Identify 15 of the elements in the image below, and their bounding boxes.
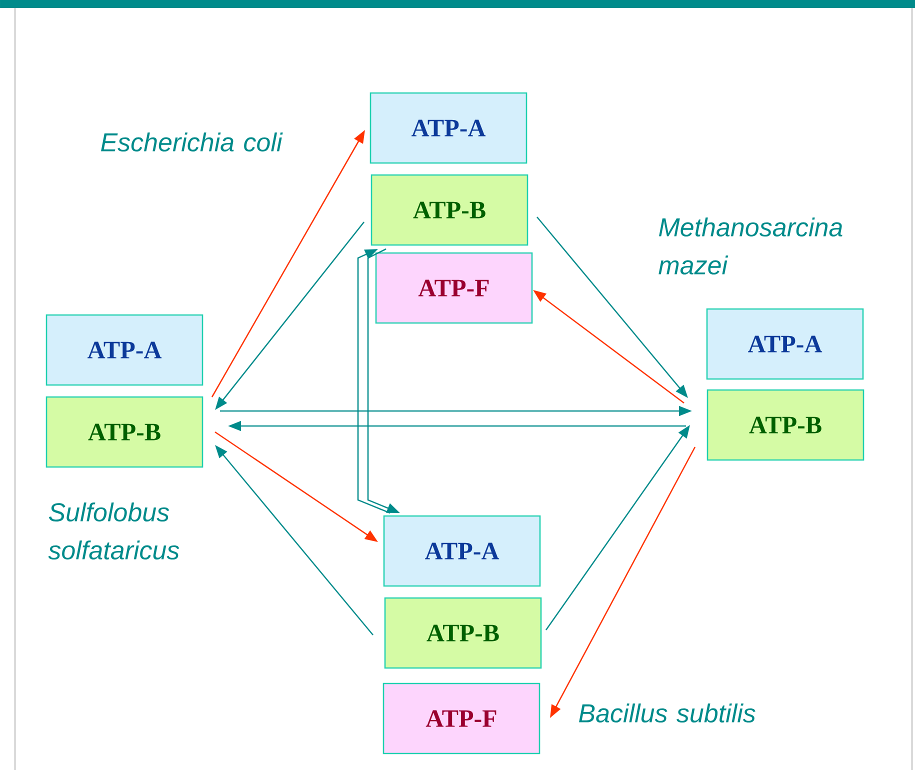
gene-box: ATP-B bbox=[46, 396, 204, 468]
species-label: Methanosarcina mazei bbox=[658, 217, 842, 275]
gene-box: ATP-A bbox=[706, 308, 864, 380]
species-label: Sulfolobus solfataricus bbox=[48, 502, 180, 560]
gene-box: ATP-A bbox=[383, 515, 541, 587]
gene-box: ATP-B bbox=[384, 597, 542, 669]
gene-box: ATP-F bbox=[382, 682, 540, 754]
gene-box: ATP-F bbox=[375, 252, 533, 324]
species-label: Bacillus subtilis bbox=[579, 703, 756, 723]
gene-box: ATP-B bbox=[370, 174, 528, 246]
gene-box: ATP-A bbox=[370, 92, 528, 164]
species-label: Escherichia coli bbox=[101, 132, 283, 152]
arrow bbox=[357, 249, 390, 514]
gene-box: ATP-B bbox=[706, 389, 864, 461]
gene-box: ATP-A bbox=[46, 314, 204, 386]
